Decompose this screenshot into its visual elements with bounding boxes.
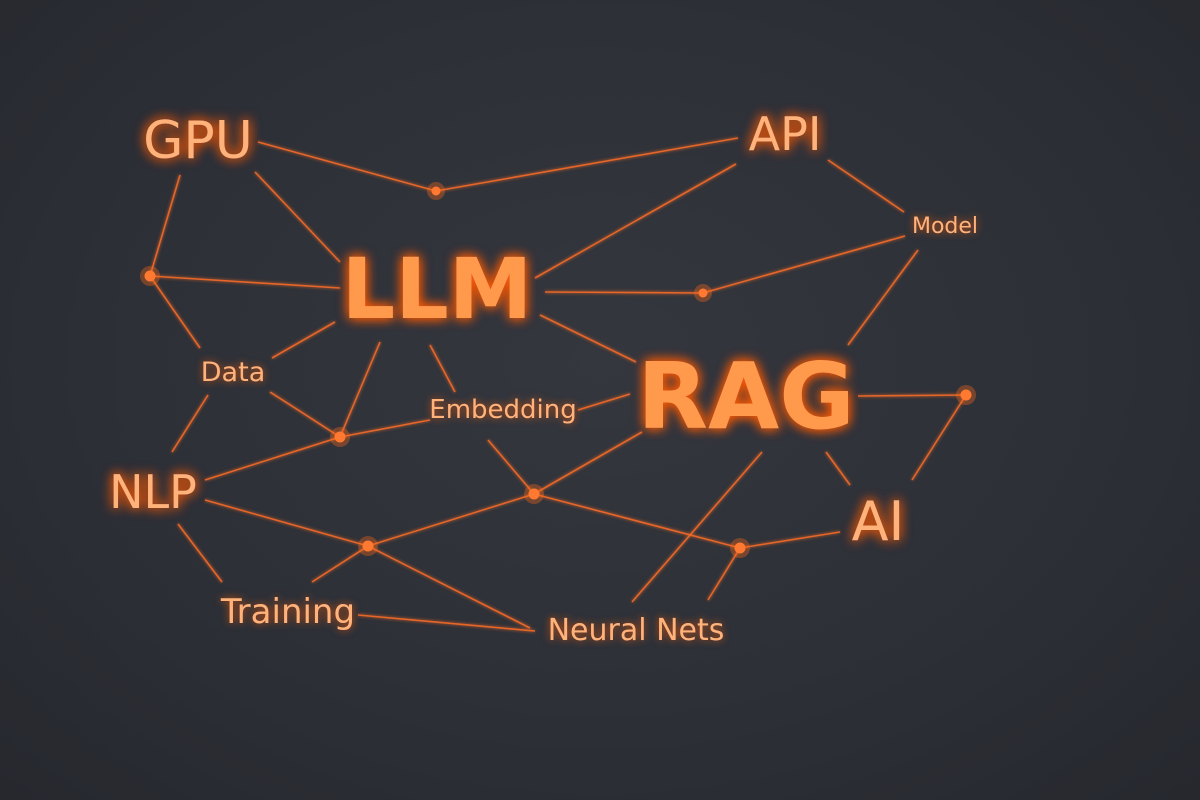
term-embedding: Embedding xyxy=(429,395,576,425)
edge xyxy=(357,614,536,632)
edge xyxy=(739,531,841,549)
edge xyxy=(707,547,741,601)
edge xyxy=(339,341,381,438)
term-nlp: NLP xyxy=(109,465,197,519)
edge xyxy=(702,235,906,294)
term-ai: AI xyxy=(852,490,905,553)
edge xyxy=(149,275,201,349)
edge xyxy=(435,137,739,192)
edge xyxy=(367,545,531,629)
edge xyxy=(911,394,967,481)
junction-node xyxy=(330,427,350,447)
edge xyxy=(339,419,431,438)
junction-node xyxy=(956,385,976,405)
term-model: Model xyxy=(912,214,978,239)
junction-nodes xyxy=(140,182,976,558)
edge xyxy=(177,523,223,583)
edge xyxy=(271,321,336,359)
terms: GPU API Model LLM RAG Data Embedding NLP… xyxy=(109,107,978,648)
edge xyxy=(487,439,535,495)
term-rag: RAG xyxy=(637,343,855,450)
edges xyxy=(149,137,967,632)
edge xyxy=(533,431,643,495)
term-data: Data xyxy=(201,357,265,388)
junction-node xyxy=(730,538,750,558)
edge xyxy=(257,141,437,192)
edge xyxy=(367,493,535,547)
junction-node xyxy=(140,266,160,286)
edge xyxy=(631,451,763,603)
edge xyxy=(254,171,341,263)
edge xyxy=(827,159,905,213)
junction-node xyxy=(358,536,378,556)
edge xyxy=(847,249,919,346)
edge xyxy=(533,493,741,549)
edge xyxy=(429,344,456,393)
edge xyxy=(204,499,369,547)
term-api: API xyxy=(749,107,822,161)
term-gpu: GPU xyxy=(143,111,253,171)
junction-node xyxy=(427,182,445,200)
edge xyxy=(204,436,341,481)
edge xyxy=(577,393,631,411)
edge xyxy=(269,391,341,438)
edge xyxy=(539,314,637,363)
edge xyxy=(544,291,704,294)
edge xyxy=(149,174,181,277)
term-neural-nets: Neural Nets xyxy=(548,613,725,648)
term-llm: LLM xyxy=(342,240,533,338)
edge xyxy=(311,545,369,583)
edge xyxy=(149,275,341,289)
junction-node xyxy=(524,484,544,504)
edge xyxy=(825,451,851,486)
edge xyxy=(534,163,737,279)
edge xyxy=(171,394,209,453)
edge xyxy=(857,394,967,397)
junction-node xyxy=(694,284,712,302)
term-training: Training xyxy=(220,592,355,632)
